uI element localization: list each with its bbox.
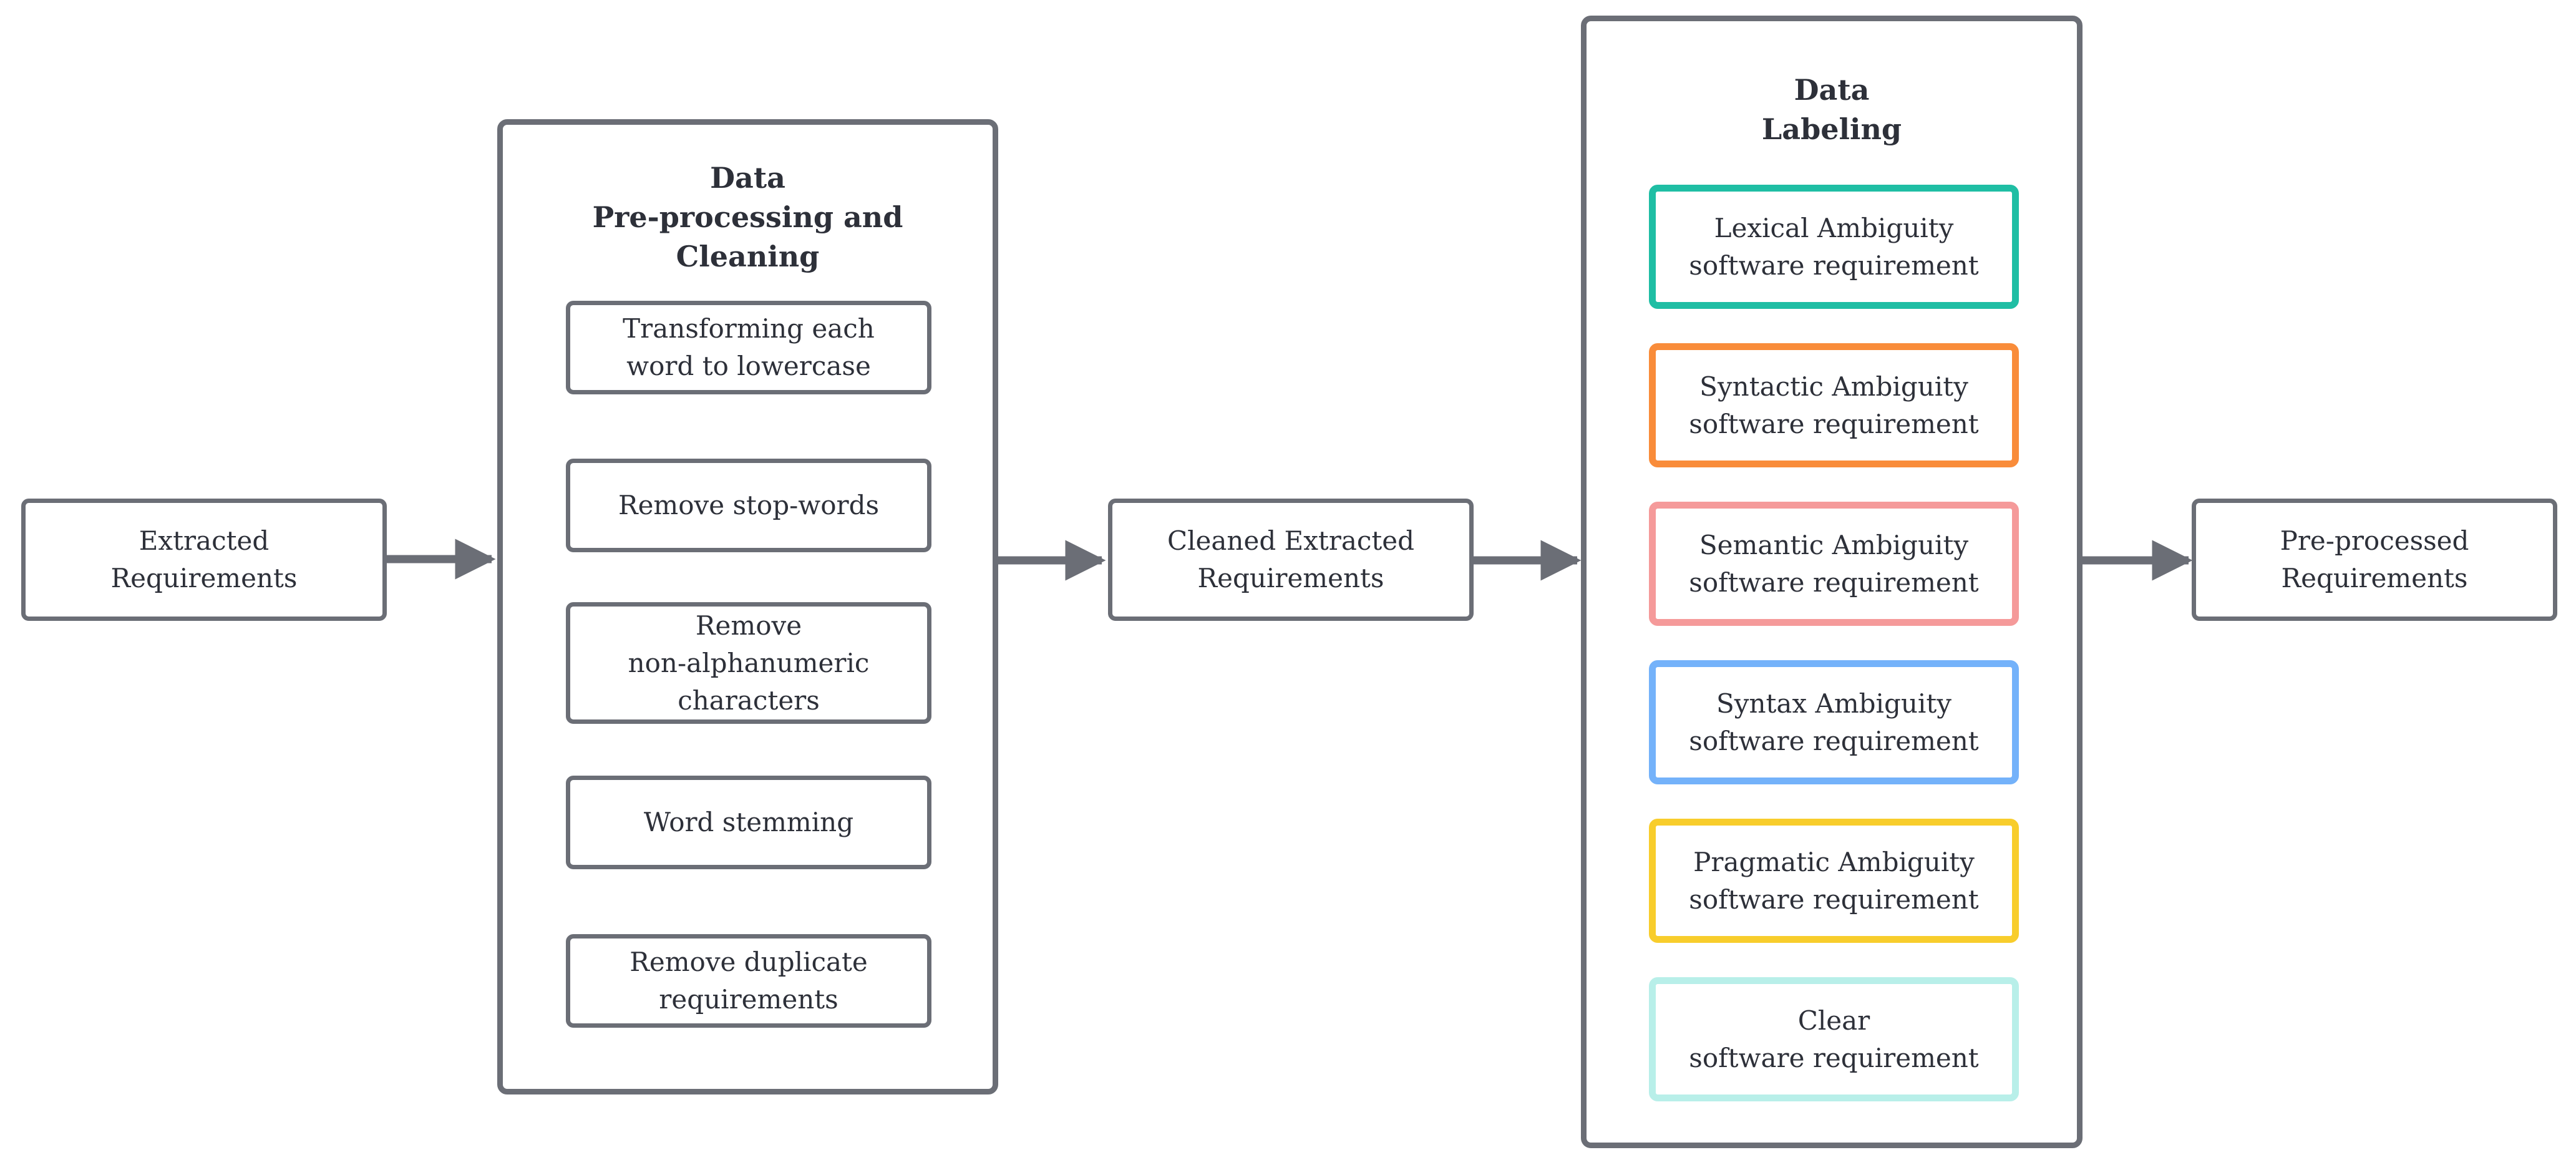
cleaned-requirements-label: Cleaned Extracted Requirements: [1167, 525, 1415, 593]
label-clear-box: Clear software requirement: [1649, 977, 2019, 1101]
label-clear-text: Clear software requirement: [1689, 1005, 1979, 1073]
step-stopwords-box: Remove stop-words: [566, 459, 931, 552]
preprocessing-title: Data Pre-processing and Cleaning: [592, 161, 903, 273]
preprocessing-container: Data Pre-processing and Cleaning Transfo…: [497, 119, 998, 1094]
label-semantic-box: Semantic Ambiguity software requirement: [1649, 502, 2019, 626]
labeling-container: Data Labeling Lexical Ambiguity software…: [1581, 16, 2083, 1148]
label-lexical-text: Lexical Ambiguity software requirement: [1689, 212, 1979, 281]
label-syntax-text: Syntax Ambiguity software requirement: [1689, 688, 1979, 756]
label-pragmatic-text: Pragmatic Ambiguity software requirement: [1689, 846, 1979, 915]
step-lowercase-label: Transforming each word to lowercase: [623, 313, 875, 381]
label-semantic-text: Semantic Ambiguity software requirement: [1689, 529, 1979, 598]
cleaned-requirements-box: Cleaned Extracted Requirements: [1108, 499, 1474, 621]
label-lexical-box: Lexical Ambiguity software requirement: [1649, 185, 2019, 309]
label-syntax-box: Syntax Ambiguity software requirement: [1649, 660, 2019, 784]
preprocessed-requirements-label: Pre-processed Requirements: [2280, 525, 2469, 593]
label-syntactic-text: Syntactic Ambiguity software requirement: [1689, 371, 1979, 439]
label-pragmatic-box: Pragmatic Ambiguity software requirement: [1649, 819, 2019, 943]
step-duplicates-label: Remove duplicate requirements: [629, 947, 868, 1015]
step-stemming-box: Word stemming: [566, 776, 931, 869]
extracted-requirements-box: Extracted Requirements: [21, 499, 387, 621]
step-stemming-label: Word stemming: [643, 807, 854, 837]
step-nonalphanumeric-box: Remove non-alphanumeric characters: [566, 602, 931, 724]
preprocessed-requirements-box: Pre-processed Requirements: [2192, 499, 2557, 621]
labeling-title: Data Labeling: [1761, 73, 1902, 146]
extracted-requirements-label: Extracted Requirements: [110, 525, 298, 593]
step-lowercase-box: Transforming each word to lowercase: [566, 301, 931, 394]
step-duplicates-box: Remove duplicate requirements: [566, 934, 931, 1028]
step-stopwords-label: Remove stop-words: [618, 490, 880, 520]
step-nonalphanumeric-label: Remove non-alphanumeric characters: [628, 610, 870, 716]
label-syntactic-box: Syntactic Ambiguity software requirement: [1649, 343, 2019, 467]
